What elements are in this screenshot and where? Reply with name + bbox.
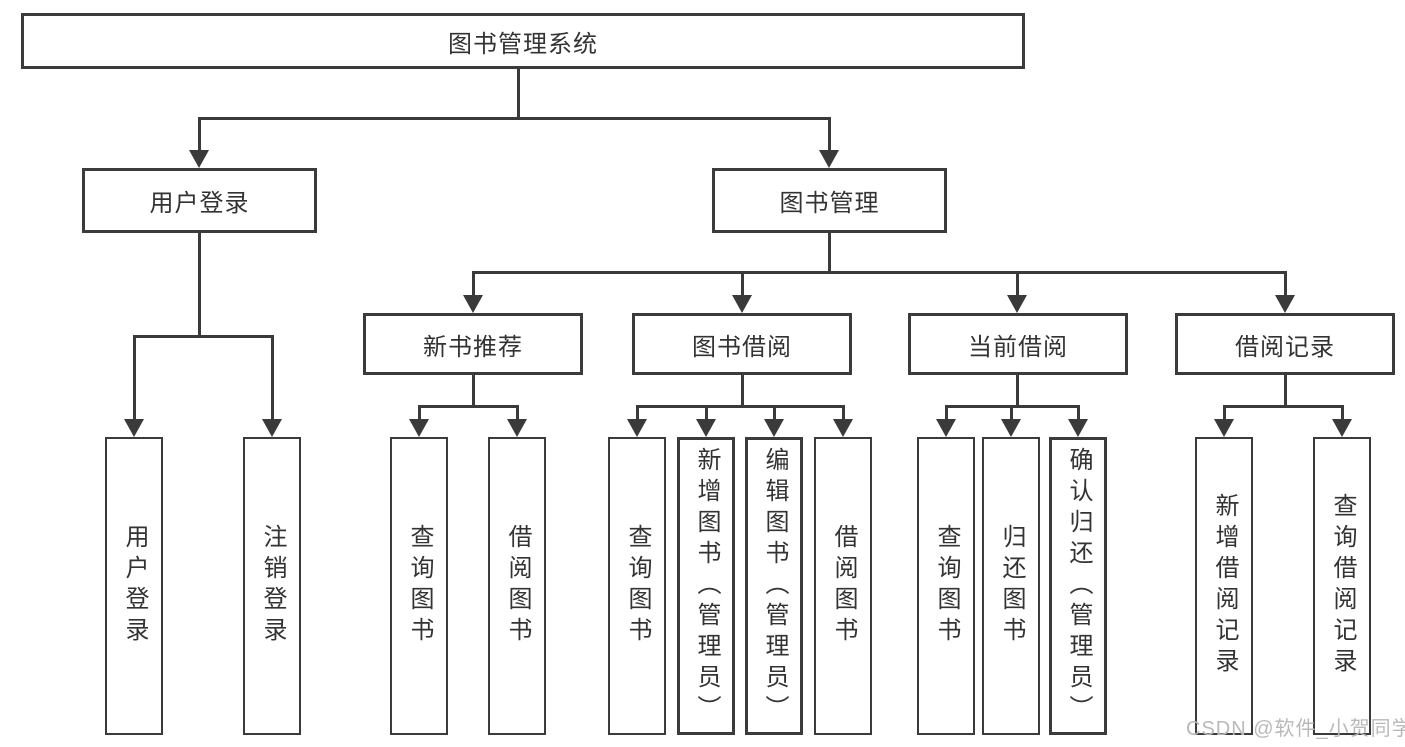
arrow-down-icon [262,419,282,437]
arrow-down-icon [1332,419,1352,437]
arrow-down-icon [409,419,429,437]
node-label: 新增借阅记录 [1211,493,1238,679]
node-label: 用户登录 [149,190,250,217]
arrow-down-icon [1007,295,1027,313]
leaf-bb-borrow-books: 借阅图书 [814,437,872,735]
node-label: 借阅图书 [830,524,857,648]
connector-stem [472,271,475,297]
node-current-borrow: 当前借阅 [908,313,1128,375]
arrow-down-icon [1001,419,1021,437]
node-label: 查询图书 [624,524,651,648]
node-book-management: 图书管理 [712,168,947,233]
connector-stem [1010,405,1013,421]
connector-stem [842,405,845,421]
arrow-down-icon [463,295,483,313]
connector-stem [705,405,708,421]
node-book-borrow: 图书借阅 [632,313,852,375]
node-borrow-records: 借阅记录 [1175,313,1395,375]
node-label: 注销登录 [259,524,286,648]
connector-stem [1223,405,1226,421]
leaf-cb-query-books: 查询图书 [917,437,975,735]
connector-vline-current-borrow [1016,375,1019,408]
arrow-down-icon [764,419,784,437]
node-label: 借阅记录 [1235,333,1335,361]
node-label: 确认归还（管理员） [1065,446,1092,726]
connector-vline-book-management [828,233,831,274]
leaf-nb-query-books: 查询图书 [390,437,448,735]
arrow-down-icon [1275,295,1295,313]
node-label: 图书管理 [779,190,880,217]
leaf-bb-edit-books-admin: 编辑图书（管理员） [745,437,803,735]
node-label: 归还图书 [998,524,1025,648]
arrow-down-icon [124,419,144,437]
connector-stem [198,117,201,152]
node-label: 图书管理系统 [448,30,598,58]
node-label: 借阅图书 [504,524,531,648]
connector-stem [1341,405,1344,421]
leaf-logout: 注销登录 [243,437,301,735]
connector-stem [1077,405,1080,421]
connector-stem [271,335,274,421]
node-new-book-recommend: 新书推荐 [363,313,583,375]
connector-stem [1016,271,1019,297]
leaf-user-login: 用户登录 [105,437,163,735]
connector-stem [636,405,639,421]
leaf-bb-add-books-admin: 新增图书（管理员） [677,437,735,735]
connector-vline-new-book-recommend [472,375,475,408]
node-label: 编辑图书（管理员） [761,446,788,726]
node-label: 查询借阅记录 [1329,493,1356,679]
connector-hline-user-login [133,335,274,338]
arrow-down-icon [507,419,527,437]
node-label: 新增图书（管理员） [693,446,720,726]
arrow-down-icon [1214,419,1234,437]
connector-hline-book-management [472,271,1286,274]
node-label: 新书推荐 [423,333,523,361]
node-label: 查询图书 [933,524,960,648]
connector-vline-borrow-records [1284,375,1287,408]
arrow-down-icon [833,419,853,437]
connector-stem [828,117,831,152]
csdn-watermark: CSDN @软件_小贺同学 [1186,718,1405,740]
arrow-down-icon [1068,419,1088,437]
leaf-cb-return-books: 归还图书 [982,437,1040,735]
arrow-down-icon [627,419,647,437]
arrow-down-icon [936,419,956,437]
node-user-login: 用户登录 [82,168,317,233]
connector-hline-book-borrow [636,405,844,408]
node-root: 图书管理系统 [21,13,1025,69]
connector-vline-user-login [198,233,201,338]
connector-hline-borrow-records [1223,405,1343,408]
arrow-down-icon [189,150,209,168]
connector-stem [516,405,519,421]
node-label: 当前借阅 [968,333,1068,361]
node-label: 查询图书 [406,524,433,648]
connector-vline-book-borrow [741,375,744,408]
connector-stem [945,405,948,421]
connector-stem [741,271,744,297]
leaf-cb-confirm-return-admin: 确认归还（管理员） [1049,437,1107,735]
leaf-br-query-record: 查询借阅记录 [1313,437,1371,735]
arrow-down-icon [819,150,839,168]
connector-hline-new-book-recommend [418,405,518,408]
connector-vline-root [517,69,520,120]
connector-stem [418,405,421,421]
connector-stem [1284,271,1287,297]
connector-stem [773,405,776,421]
node-label: 用户登录 [121,524,148,648]
node-label: 图书借阅 [692,333,792,361]
leaf-nb-borrow-books: 借阅图书 [488,437,546,735]
connector-hline-root [198,117,831,120]
arrow-down-icon [696,419,716,437]
leaf-br-add-record: 新增借阅记录 [1195,437,1253,735]
connector-stem [133,335,136,421]
leaf-bb-query-books: 查询图书 [608,437,666,735]
arrow-down-icon [732,295,752,313]
